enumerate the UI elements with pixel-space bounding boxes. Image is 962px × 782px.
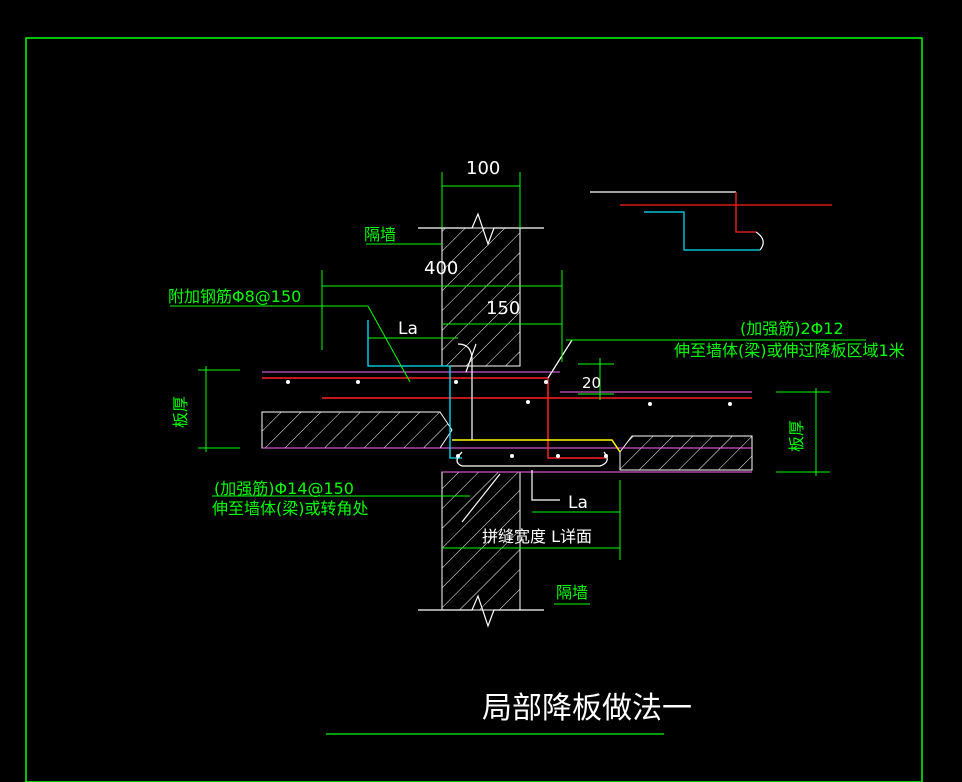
slab-thickness-left-label: 板厚 xyxy=(171,396,190,428)
dim-100-label: 100 xyxy=(466,158,500,179)
dim-150-label: 150 xyxy=(486,298,520,319)
reinforce-right-note-2: 伸至墙体(梁)或伸过降板区域1米 xyxy=(674,341,905,360)
slab-sections xyxy=(261,371,753,473)
partition-wall xyxy=(418,212,544,628)
reinforce-right-note-1: (加强筋)2Φ12 xyxy=(740,319,844,338)
drawing-frame xyxy=(25,37,923,782)
dim-400-label: 400 xyxy=(424,258,458,279)
wall-top-label: 隔墙 xyxy=(364,225,396,244)
la-upper-label: La xyxy=(398,319,418,339)
reinforce-left-note-1: (加强筋)Φ14@150 xyxy=(214,479,354,498)
reinforce-left-note-2: 伸至墙体(梁)或转角处 xyxy=(212,499,369,518)
additional-bar-note: 附加钢筋Φ8@150 xyxy=(168,287,301,306)
drawing-title: 局部降板做法一 xyxy=(482,691,692,726)
slab-thickness-right-label: 板厚 xyxy=(787,420,806,452)
step-detail xyxy=(590,191,832,251)
wall-bottom-label: 隔墙 xyxy=(556,583,588,602)
dim-20-label: 20 xyxy=(582,374,601,392)
rebar-lines xyxy=(262,320,752,523)
la-lower-label: La xyxy=(568,493,588,513)
dimension-lines xyxy=(170,172,866,605)
seam-width-label: 拼缝宽度 L详面 xyxy=(482,527,592,546)
